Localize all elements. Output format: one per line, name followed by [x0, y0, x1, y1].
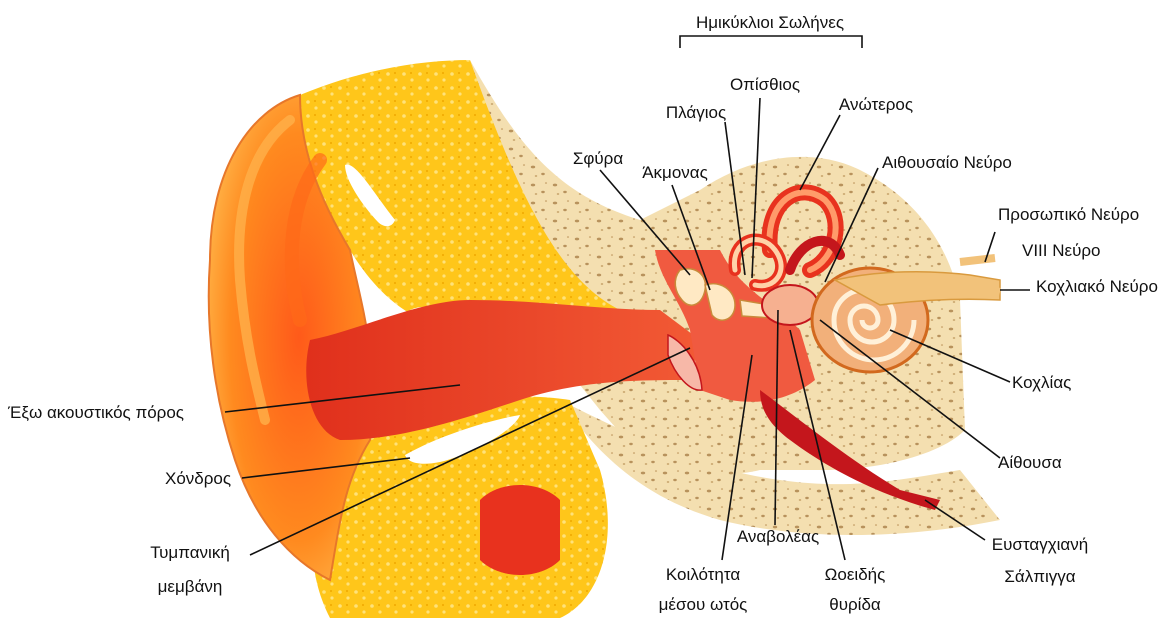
- label-viii-nerve: VIII Νεύρο: [1022, 240, 1101, 262]
- label-tympanic-1: Τυμπανική: [150, 542, 230, 564]
- label-vestibule: Αίθουσα: [998, 452, 1062, 474]
- label-cochlear-nerve: Κοχλιακό Νεύρο: [1036, 276, 1158, 298]
- label-posterior: Οπίσθιος: [730, 74, 800, 96]
- label-oval-window-1: Ωοειδής: [825, 564, 886, 586]
- label-stapes: Αναβολέας: [737, 526, 819, 548]
- label-superior: Ανώτερος: [839, 94, 913, 116]
- vestibule-shape: [762, 285, 818, 325]
- label-cartilage: Χόνδρος: [165, 468, 231, 490]
- label-cochlea: Κοχλίας: [1012, 372, 1071, 394]
- label-middle-ear-1: Κοιλότητα: [666, 564, 740, 586]
- label-malleus: Σφύρα: [573, 148, 623, 170]
- label-eustachian-1: Ευσταγχιανή: [992, 534, 1088, 556]
- label-eustachian-2: Σάλπιγγα: [1004, 566, 1075, 588]
- label-lateral: Πλάγιος: [666, 102, 726, 124]
- label-incus: Άκμονας: [642, 162, 708, 184]
- label-tympanic-2: μεμβάνη: [158, 576, 223, 598]
- label-vestibular-nerve: Αιθουσαίο Νεύρο: [882, 152, 1012, 174]
- lower-muscle: [480, 485, 560, 575]
- label-oval-window-2: θυρίδα: [829, 594, 881, 616]
- label-semicircular-canals: Ημικύκλιοι Σωλήνες: [696, 12, 844, 34]
- label-ear-canal: Έξω ακουστικός πόρος: [8, 402, 184, 424]
- label-facial-nerve: Προσωπικό Νεύρο: [998, 204, 1139, 226]
- label-middle-ear-2: μέσου ωτός: [659, 594, 748, 616]
